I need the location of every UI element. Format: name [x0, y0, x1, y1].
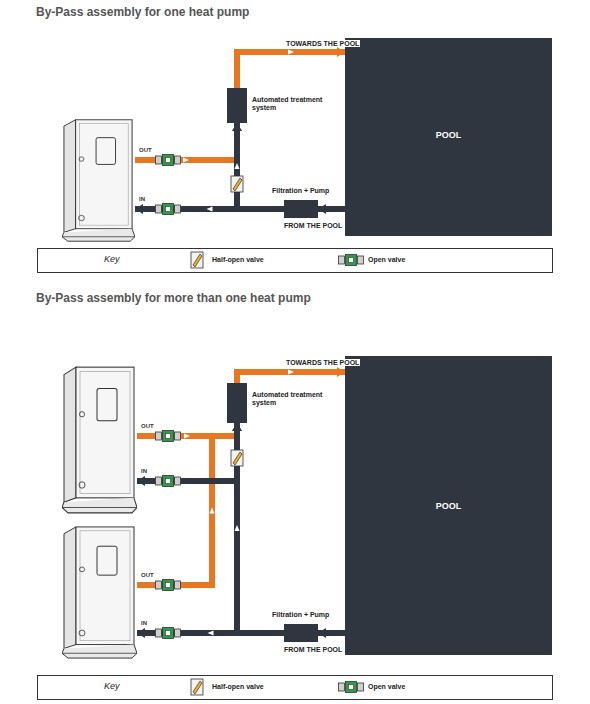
flow-arrow: [235, 163, 240, 169]
section-heading: By-Pass assembly for more than one heat …: [36, 291, 311, 305]
arrow-head: [337, 47, 345, 57]
legend-text: Open valve: [368, 683, 405, 690]
arrow-head: [137, 628, 145, 638]
diagram-title: By-Pass assembly for one heat pump: [36, 5, 249, 19]
open-valve: [156, 580, 181, 591]
heat-pump: OUTIN: [62, 118, 135, 243]
open-valve: [156, 204, 181, 215]
pool-basin: POOL: [345, 356, 552, 655]
outlet-label: OUT: [141, 572, 154, 578]
legend-text: Half-open valve: [212, 256, 264, 263]
heat-pump: [62, 527, 137, 658]
pipe: [137, 423, 237, 585]
arrow-head: [232, 423, 242, 431]
open-valve: [156, 431, 181, 442]
pipe: [237, 423, 284, 633]
pipe: [237, 52, 345, 88]
treatment-label: Automated treatment system: [252, 96, 328, 113]
flow-arrow: [207, 207, 213, 212]
outlet-label: OUT: [141, 423, 154, 429]
pipe-label: TOWARDS THE POOL: [285, 359, 360, 366]
arrow-head: [137, 476, 145, 486]
outlet-label: OUT: [139, 147, 152, 153]
key-box: [38, 249, 553, 273]
half-open-valve-sample: [191, 679, 203, 695]
inlet-label: IN: [139, 196, 145, 202]
flow-arrow: [183, 158, 189, 163]
open-valve: [156, 155, 181, 166]
heat-pump: [62, 367, 137, 513]
arrow-head: [135, 204, 143, 214]
pool-basin: POOL: [345, 38, 552, 236]
key-box: [38, 676, 553, 700]
arrow-head: [232, 123, 242, 131]
pipe-label: TOWARDS THE POOL: [285, 40, 360, 47]
inlet-label: IN: [141, 468, 147, 474]
pool-label: POOL: [436, 501, 462, 511]
pool-label: POOL: [436, 130, 462, 140]
open-valve: [156, 628, 181, 639]
arrow-head: [318, 628, 326, 638]
filtration-label: Filtration + Pump: [272, 611, 329, 618]
flow-arrow: [208, 631, 214, 636]
treatment-box: Automated treatment system: [227, 383, 247, 423]
arrow-head: [232, 423, 242, 431]
key-label: Key: [104, 681, 120, 691]
half-open-valve: [231, 450, 243, 466]
pipe-label: FROM THE POOL: [283, 222, 343, 229]
key-label: Key: [104, 254, 120, 264]
flow-arrow: [288, 50, 294, 55]
pipe: [137, 481, 284, 633]
heat-pump: OUTIN: [62, 525, 137, 660]
heat-pump: OUTIN: [62, 365, 137, 515]
pipe: [135, 123, 237, 160]
legend-text: Open valve: [368, 256, 405, 263]
half-open-valve-sample: [191, 252, 203, 268]
flow-arrow: [235, 525, 240, 531]
arrow-head: [337, 367, 345, 377]
pipe: [237, 372, 345, 383]
filtration-pump-box: Filtration + Pump: [284, 624, 318, 642]
flow-arrow: [288, 370, 294, 375]
arrow-head: [232, 423, 242, 431]
flow-arrow: [184, 434, 190, 439]
open-valve-sample: [339, 255, 364, 266]
treatment-box: Automated treatment system: [227, 88, 247, 123]
inlet-label: IN: [141, 620, 147, 626]
arrow-head: [318, 204, 326, 214]
half-open-valve: [231, 176, 243, 192]
treatment-label: Automated treatment system: [252, 391, 328, 408]
open-valve-sample: [339, 682, 364, 693]
legend-text: Half-open valve: [212, 683, 264, 690]
pipe: [237, 123, 284, 209]
heat-pump: [62, 120, 135, 241]
flow-arrow: [210, 508, 215, 514]
arrow-head: [232, 123, 242, 131]
filtration-pump-box: Filtration + Pump: [284, 200, 318, 218]
open-valve: [156, 476, 181, 487]
filtration-label: Filtration + Pump: [272, 187, 329, 194]
pipe-label: FROM THE POOL: [283, 646, 343, 653]
